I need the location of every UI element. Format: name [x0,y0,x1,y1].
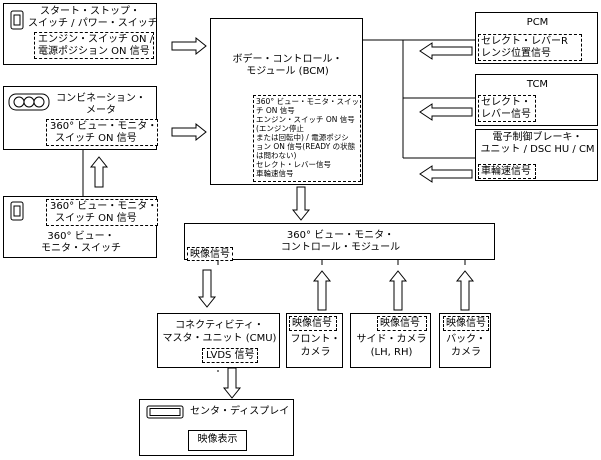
start-stop-title-1: スタート・ストップ・ [40,6,140,17]
combi-switch-signal: 360° ビュー・モニタ・ スイッチ ON 信号 [46,119,158,146]
combination-meter-title-2: メータ [86,105,116,116]
tcm-box: TCM セレクト・ レバー信号 [475,74,598,126]
cmu-box: コネクティビティ・ マスタ・ユニット (CMU) LVDS 信号 [157,313,280,368]
brake-title-2: ユニット / DSC HU / CM [480,144,595,155]
front-camera-title-1: フロント・ [290,334,341,345]
bcm-box: ボデー・コントロール・ モジュール (BCM) 360° ビュー・モニタ・スイッ… [210,18,363,185]
front-camera-title-2: カメラ [300,347,331,358]
front-camera-signal: 映像信号 [289,316,337,331]
meter-cluster-icon [8,93,50,111]
back-camera-box: 映像信号 バック・ カメラ [439,313,491,368]
arrow-bcm-to-svm [291,186,311,221]
svm-switch-box: 360° ビュー・モニタ・ スイッチ ON 信号 360° ビュー・ モニタ・ス… [3,196,158,258]
bcm-title-1: ボデー・コントロール・ [232,54,343,65]
side-camera-box: 映像信号 サイド・カメラ (LH, RH) [350,313,431,368]
image-display-label-box: 映像表示 [188,430,247,451]
brake-unit-box: 電子制御ブレーキ・ ユニット / DSC HU / CM 車輪速信号 [475,129,598,181]
side-camera-title-1: サイド・カメラ [356,334,427,345]
svm-module-box: 360° ビュー・モニタ・ コントロール・モジュール 映像信号 [184,223,495,261]
arrow-pcm-to-bus [419,42,473,60]
bcm-title-2: モジュール (BCM) [246,66,329,77]
pcm-box: PCM セレクト・レバーR レンジ位置信号 [475,12,598,64]
center-display-box: センタ・ディスプレイ 映像表示 [139,399,294,456]
back-camera-signal: 映像信号 [443,316,489,331]
arrow-svm-to-cmu [197,269,217,308]
svm-switch-signal: 360° ビュー・モニタ・ スイッチ ON 信号 [46,199,158,226]
pcm-signal: セレクト・レバーR レンジ位置信号 [478,34,582,61]
arrow-back-to-svm [455,270,475,311]
pcm-title: PCM [526,17,549,28]
svm-module-title-1: 360° ビュー・モニタ・ [286,230,395,241]
start-stop-title-2: スイッチ / パワー・スイッチ [28,18,158,29]
arrow-combi-to-bcm [171,122,207,142]
arrow-startstop-to-bcm [171,36,207,56]
cmu-title-1: コネクティビティ・ [175,320,264,331]
monitor-switch-icon [10,201,24,221]
display-screen-icon [146,405,184,419]
bcm-signal-list: 360° ビュー・モニタ・スイッ チ ON 信号 エンジン・スイッチ ON 信号… [253,95,361,182]
svm-module-signal: 映像信号 [187,247,233,261]
start-switch-icon [10,10,24,30]
arrow-tcm-to-bus [419,103,473,121]
side-camera-title-2: (LH, RH) [370,347,413,358]
front-camera-box: 映像信号 フロント・ カメラ [286,313,343,368]
engine-switch-signal: エンジン・スイッチ ON / 電源ポジション ON 信号 [34,32,154,59]
arrow-switch-to-combi [89,156,109,188]
back-camera-title-1: バック・ [446,334,486,345]
arrow-front-to-svm [312,270,332,311]
combination-meter-title-1: コンビネーション・ [56,93,146,104]
cmu-title-2: マスタ・ユニット (CMU) [162,333,277,344]
lvds-signal: LVDS 信号 [202,348,258,363]
svm-switch-title-2: モニタ・スイッチ [41,243,121,254]
arrow-side-to-svm [388,270,408,311]
tcm-signal: セレクト・ レバー信号 [478,95,536,122]
svm-module-title-2: コントロール・モジュール [280,242,401,253]
back-camera-title-2: カメラ [451,347,481,358]
combination-meter-box: コンビネーション・ メータ 360° ビュー・モニタ・ スイッチ ON 信号 [3,86,158,150]
brake-title-1: 電子制御ブレーキ・ [492,132,583,143]
center-display-title: センタ・ディスプレイ [190,406,290,417]
image-display-label: 映像表示 [197,434,238,445]
arrow-brake-to-bus [419,165,473,183]
tcm-title: TCM [526,79,549,90]
side-camera-signal: 映像信号 [377,316,427,331]
start-stop-switch-box: スタート・ストップ・ スイッチ / パワー・スイッチ エンジン・スイッチ ON … [3,3,158,65]
arrow-cmu-to-display [222,367,242,399]
brake-signal: 車輪速信号 [478,164,536,179]
svm-switch-title-1: 360° ビュー・ [47,231,115,242]
